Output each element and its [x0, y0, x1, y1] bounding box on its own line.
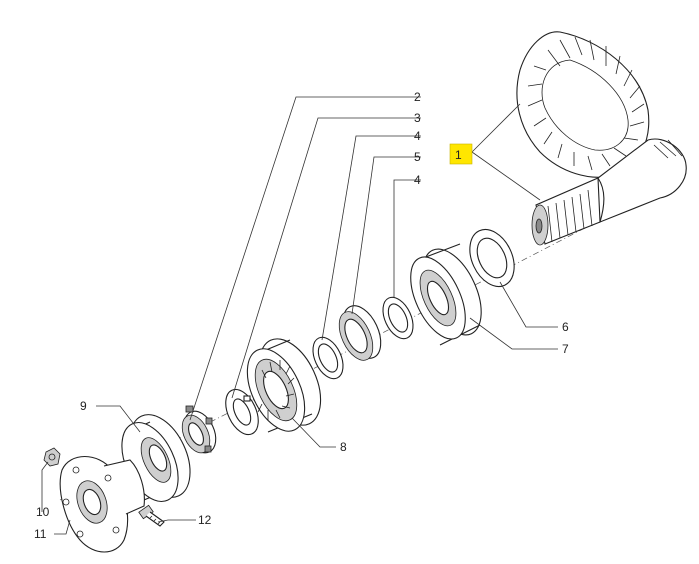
part-12-bolt[interactable] — [138, 504, 165, 527]
part-4-shim-upper[interactable] — [377, 293, 419, 344]
label-2: 2 — [414, 90, 421, 104]
label-10: 10 — [36, 505, 50, 519]
label-11: 11 — [34, 527, 47, 541]
label-1: 1 — [455, 148, 462, 162]
label-1-highlight — [449, 143, 473, 165]
part-1-pinion-shaft[interactable] — [531, 138, 687, 246]
part-2-ring-nut[interactable] — [177, 405, 222, 458]
label-4-lower: 4 — [414, 173, 421, 187]
label-4-upper: 4 — [414, 129, 421, 143]
part-4-shim-lower[interactable] — [307, 333, 349, 384]
label-9: 9 — [80, 399, 87, 413]
label-5: 5 — [414, 150, 421, 164]
part-8-roller-bearing[interactable] — [236, 329, 333, 440]
part-11-flange[interactable] — [59, 456, 145, 553]
part-9-seal[interactable] — [110, 405, 202, 510]
part-6-shim[interactable] — [461, 222, 523, 293]
leader-lines — [41, 96, 558, 535]
label-6: 6 — [562, 320, 569, 334]
part-5-bearing-cup[interactable] — [332, 300, 388, 366]
part-7-bearing[interactable] — [399, 240, 493, 347]
part-3-washer[interactable] — [219, 384, 265, 439]
part-10-nut[interactable] — [43, 447, 61, 467]
label-8: 8 — [340, 440, 347, 454]
label-3: 3 — [414, 111, 421, 125]
label-7: 7 — [562, 342, 569, 356]
part-1-crown-wheel[interactable] — [516, 31, 650, 178]
label-12: 12 — [198, 513, 212, 527]
assembly-axis — [59, 214, 611, 501]
